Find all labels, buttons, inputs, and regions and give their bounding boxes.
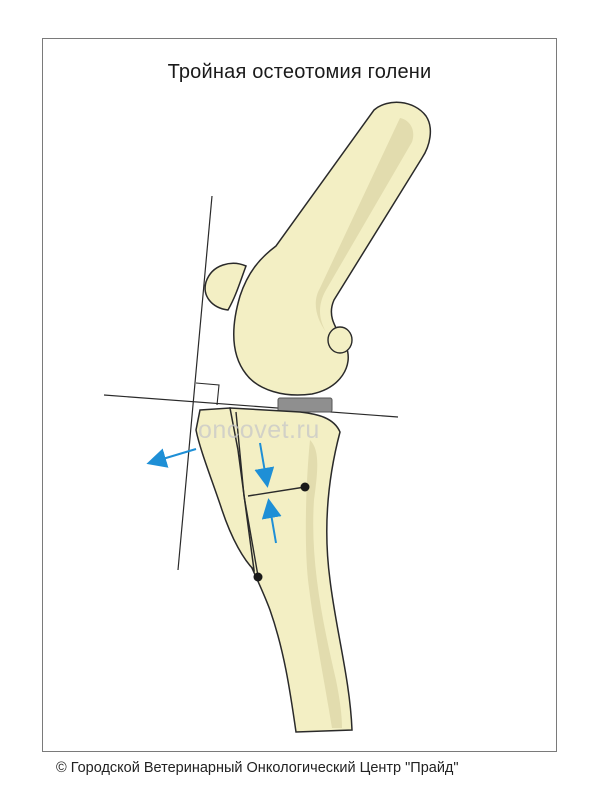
arrow-down-icon <box>254 442 275 488</box>
copyright-notice: © Городской Ветеринарный Онкологический … <box>56 760 459 776</box>
tibial-plateau-line <box>103 394 399 418</box>
pivot-point-upper <box>300 482 310 492</box>
pivot-point-lower <box>253 572 263 582</box>
patellar-ligament-line <box>177 195 213 571</box>
patella <box>204 262 247 311</box>
tibial-crest-fragment <box>195 407 256 573</box>
arrow-left-icon <box>146 448 197 468</box>
arrow-up-icon <box>261 498 282 544</box>
right-angle-marker <box>195 382 220 406</box>
tibia-shadow <box>305 440 342 728</box>
wedge-width-line <box>247 486 306 497</box>
figure-title: Тройная остеотомия голени <box>167 61 432 83</box>
implant-spacer <box>277 397 333 413</box>
watermark: oncovet.ru <box>198 416 320 444</box>
femur-shadow <box>315 118 414 332</box>
osteotomy-cut <box>235 411 259 577</box>
figure-frame: Тройная остеотомия голени <box>42 38 557 752</box>
fabella <box>327 326 353 354</box>
